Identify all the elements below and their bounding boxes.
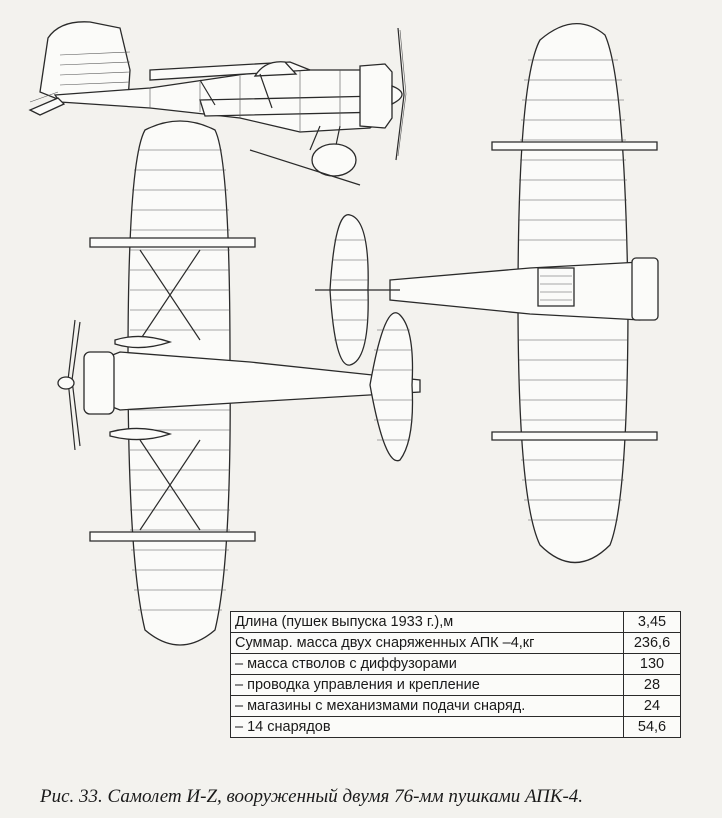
spec-label: – 14 снарядов <box>230 716 624 738</box>
side-tail-fin <box>40 22 130 100</box>
side-view <box>30 22 406 185</box>
table-row: – масса стволов с диффузорами 130 <box>230 653 681 675</box>
bottom-gun-upper <box>492 142 657 150</box>
spec-label: Суммар. масса двух снаряженных АПК –4,кг <box>230 632 624 654</box>
bottom-radiator <box>538 268 574 306</box>
spec-table: Длина (пушек выпуска 1933 г.),м 3,45 Сум… <box>230 611 681 738</box>
top-view <box>58 121 420 645</box>
spec-value: 24 <box>623 695 681 717</box>
table-row: Длина (пушек выпуска 1933 г.),м 3,45 <box>230 611 681 633</box>
side-gun-tube <box>200 96 384 116</box>
spec-label: – магазины с механизмами подачи снаряд. <box>230 695 624 717</box>
side-ground-line <box>250 150 360 185</box>
side-engine-cowling <box>360 64 392 128</box>
table-row: – проводка управления и крепление 28 <box>230 674 681 696</box>
bottom-fuselage <box>390 262 655 320</box>
side-propeller <box>396 28 404 160</box>
spec-label: – проводка управления и крепление <box>230 674 624 696</box>
figure-caption: Рис. 33. Самолет И-Z, вооруженный двумя … <box>40 786 584 807</box>
top-spinner <box>58 377 74 389</box>
side-tailplane <box>30 98 64 115</box>
top-nose-pod-lower <box>110 428 170 439</box>
spec-value: 236,6 <box>623 632 681 654</box>
spec-label: – масса стволов с диффузорами <box>230 653 624 675</box>
spec-value: 3,45 <box>623 611 681 633</box>
table-row: – магазины с механизмами подачи снаряд. … <box>230 695 681 717</box>
spec-value: 130 <box>623 653 681 675</box>
side-spinner <box>392 86 402 104</box>
top-gun-lower <box>90 532 255 541</box>
table-row: Суммар. масса двух снаряженных АПК –4,кг… <box>230 632 681 654</box>
top-tailplane <box>370 313 413 461</box>
side-wheel <box>312 144 356 176</box>
spec-value: 28 <box>623 674 681 696</box>
top-nose-pod-upper <box>115 336 170 347</box>
bottom-gun-lower <box>492 432 657 440</box>
side-cockpit <box>255 62 296 76</box>
spec-value: 54,6 <box>623 716 681 738</box>
spec-label: Длина (пушек выпуска 1933 г.),м <box>230 611 624 633</box>
bottom-engine <box>632 258 658 320</box>
table-row: – 14 снарядов 54,6 <box>230 716 681 738</box>
top-engine <box>84 352 114 414</box>
top-bracing <box>140 250 200 530</box>
bottom-view <box>315 24 658 563</box>
top-gun-upper <box>90 238 255 247</box>
